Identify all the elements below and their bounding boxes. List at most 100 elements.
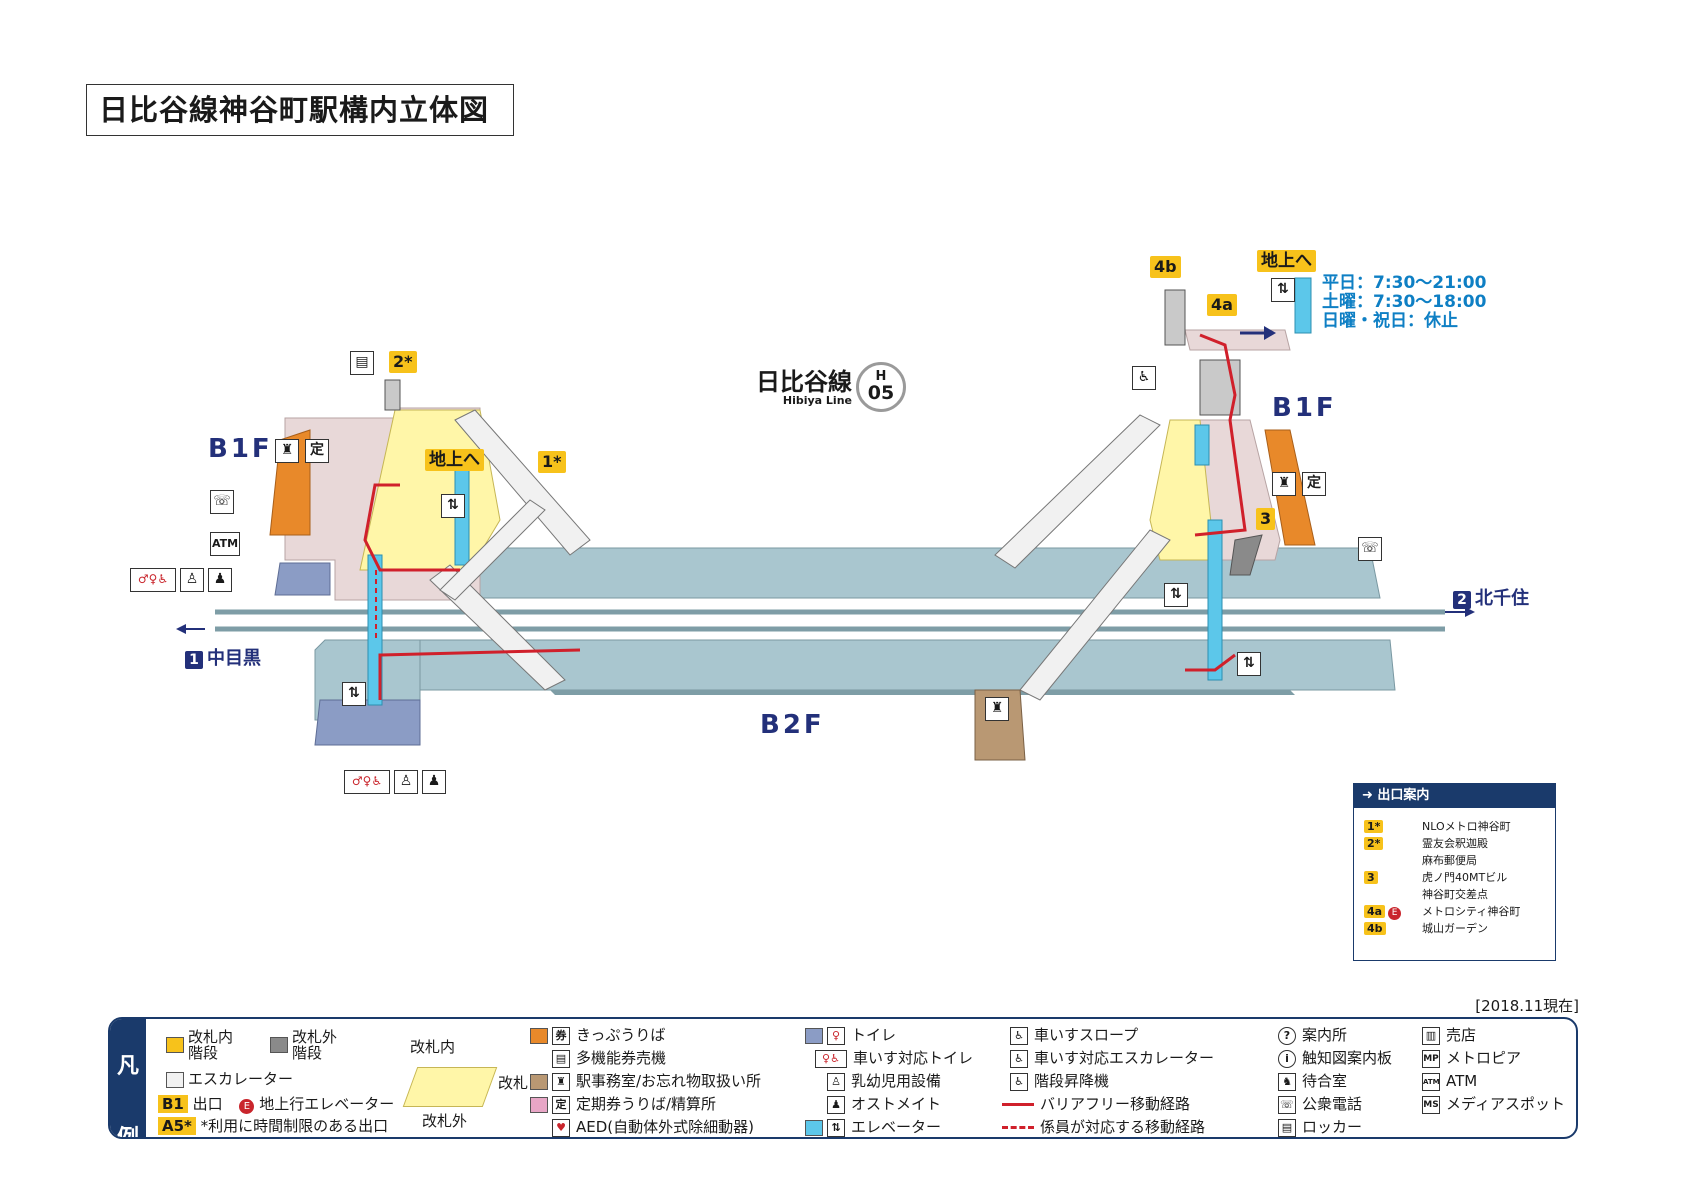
legend-tactile-label: 触知図案内板 bbox=[1302, 1049, 1393, 1067]
legend-baby: ♙乳幼児用設備 bbox=[827, 1071, 941, 1091]
station-office-icon-b2: ♜ bbox=[985, 697, 1009, 721]
elevator-shaft-right-top bbox=[1294, 277, 1312, 334]
exit-guide-row: 2*霊友会釈迦殿 bbox=[1364, 835, 1549, 852]
legend-ostomate-label: オストメイト bbox=[851, 1095, 942, 1113]
route-line-icon bbox=[1002, 1103, 1034, 1106]
legend-office-label: 駅事務室/お忘れ物取扱い所 bbox=[576, 1072, 762, 1090]
legend-pass-label: 定期券うりば/精算所 bbox=[576, 1095, 717, 1113]
direction-left-label: 中目黒 bbox=[207, 648, 261, 669]
exit-guide-text: メトロシティ神谷町 bbox=[1422, 905, 1521, 918]
direction-right-number: 2 bbox=[1453, 591, 1471, 609]
legend-shop-label: 売店 bbox=[1446, 1026, 1477, 1044]
exit-guide-text: 城山ガーデン bbox=[1422, 922, 1488, 935]
atm-legend-icon: ATM bbox=[1422, 1072, 1440, 1091]
legend-wheelchair-toilet: ♀♿車いす対応トイレ bbox=[815, 1048, 973, 1068]
legend-aed-label: AED(自動体外式除細動器) bbox=[576, 1118, 754, 1136]
exit-guide-row: 神谷町交差点 bbox=[1364, 886, 1549, 903]
barrier-free-route-right-2 bbox=[1185, 653, 1236, 672]
exit-guide-badge: 4a bbox=[1364, 905, 1386, 918]
b2f-platform-bottom bbox=[550, 690, 1295, 695]
elevator-icon-left-b1: ⇅ bbox=[441, 494, 465, 518]
exit-guide-text: 神谷町交差点 bbox=[1422, 888, 1488, 901]
baby-facility-icon-left-b2: ♙ bbox=[394, 770, 418, 794]
legend-wheelchair-escalator: ♿車いす対応エスカレーター bbox=[1010, 1048, 1214, 1068]
legend-metropia-label: メトロピア bbox=[1446, 1049, 1522, 1067]
stair-lift-icon: ♿ bbox=[1010, 1072, 1028, 1091]
stairs-out-icon bbox=[270, 1037, 288, 1053]
legend-stairs-out: 改札外 階段 bbox=[270, 1029, 337, 1061]
waiting-room-icon: ♞ bbox=[1278, 1072, 1296, 1091]
locker-icon: ▤ bbox=[1278, 1118, 1296, 1137]
office-area-swatch bbox=[530, 1073, 548, 1090]
gate-diagram-icon bbox=[402, 1067, 498, 1107]
legend-pass: 定定期券うりば/精算所 bbox=[530, 1094, 716, 1114]
legend-stairs-in: 改札内 階段 bbox=[166, 1029, 233, 1061]
stair-lift-icon: ♿ bbox=[1132, 366, 1156, 390]
barrier-free-route-right bbox=[1194, 333, 1247, 537]
atm-icon: ATM bbox=[210, 532, 240, 556]
legend-gate-in: 改札内 bbox=[410, 1038, 456, 1056]
exit-guide-text: 霊友会釈迦殿 bbox=[1422, 837, 1488, 850]
elevator-icon-right-b1: ⇅ bbox=[1164, 583, 1188, 607]
legend-shop: ▥売店 bbox=[1422, 1025, 1476, 1045]
escalator-icon bbox=[166, 1071, 184, 1088]
elevator-shaft-right-b1 bbox=[1194, 424, 1210, 466]
legend-phone-label: 公衆電話 bbox=[1302, 1095, 1363, 1113]
stairs-right-4b bbox=[1164, 289, 1186, 346]
baby-icon: ♙ bbox=[827, 1072, 845, 1091]
station-office-icon-right: ♜ bbox=[1272, 472, 1296, 496]
legend-waiting: ♞待合室 bbox=[1278, 1071, 1347, 1091]
station-number: 05 bbox=[867, 382, 895, 404]
floor-label-b2f: B2F bbox=[760, 710, 825, 740]
b1f-left-toilet bbox=[274, 562, 331, 596]
legend-media-spot-label: メディアスポット bbox=[1446, 1095, 1565, 1113]
toilet-area-swatch bbox=[805, 1027, 823, 1044]
legend: 凡例 改札内 階段 改札外 階段 エスカレーター B1 出口 E 地上行エレベー… bbox=[108, 1017, 1578, 1139]
legend-info: ?案内所 bbox=[1278, 1025, 1347, 1045]
elevator-exit-icon: E bbox=[239, 1099, 255, 1114]
legend-ticket: 券きっぷうりば bbox=[530, 1025, 665, 1045]
legend-exit-label: 出口 bbox=[192, 1095, 223, 1113]
floor-label-b1f-right: B1F bbox=[1272, 393, 1337, 423]
legend-locker-label: ロッカー bbox=[1302, 1118, 1363, 1136]
legend-toilet: ♀トイレ bbox=[805, 1025, 896, 1045]
legend-multi-ticket: ▤多機能券売機 bbox=[552, 1048, 666, 1068]
pass-ticket-icon: 定 bbox=[305, 439, 329, 463]
legend-stairs-out-label: 改札外 階段 bbox=[292, 1028, 338, 1062]
exit-guide-text: NLOメトロ神谷町 bbox=[1422, 820, 1511, 833]
staff-route-icon bbox=[1002, 1126, 1034, 1129]
legend-elevator-label: エレベーター bbox=[851, 1118, 942, 1136]
legend-escalator-label: エスカレーター bbox=[188, 1070, 294, 1088]
legend-gate-out: 改札外 bbox=[422, 1112, 468, 1130]
elevator-area-swatch bbox=[805, 1119, 823, 1136]
wheelchair-toilet-icon: ♀♿ bbox=[815, 1049, 847, 1068]
phone-icon: ☏ bbox=[1278, 1095, 1296, 1114]
legend-office: ♜駅事務室/お忘れ物取扱い所 bbox=[530, 1071, 761, 1091]
pass-area-swatch bbox=[530, 1096, 548, 1113]
stairs-right-3 bbox=[1229, 534, 1263, 576]
elevator-icon-right-top: ⇅ bbox=[1271, 278, 1295, 302]
updated-date: [2018.11現在] bbox=[1475, 997, 1579, 1015]
legend-side-label: 凡例 bbox=[110, 1019, 146, 1137]
pass-ticket-icon-right: 定 bbox=[1302, 472, 1326, 496]
escalator-left-3 bbox=[439, 499, 546, 601]
aed-icon: ♥ bbox=[552, 1118, 570, 1137]
ostomate-icon: ♟ bbox=[827, 1095, 845, 1114]
elevator-shaft-right bbox=[1207, 519, 1223, 681]
line-letter: H bbox=[875, 369, 887, 384]
line-name-ja: 日比谷線 bbox=[756, 368, 852, 396]
legend-staff-route-label: 係員が対応する移動経路 bbox=[1040, 1118, 1206, 1136]
direction-right-label: 北千住 bbox=[1475, 588, 1529, 609]
limited-exit-badge: A5* bbox=[158, 1117, 196, 1135]
exit-badge-sample: B1 bbox=[158, 1095, 188, 1113]
legend-ticket-label: きっぷうりば bbox=[576, 1026, 666, 1044]
page-title: 日比谷線神谷町駅構内立体図 bbox=[86, 84, 514, 136]
station-number-badge: H 05 bbox=[856, 362, 906, 412]
exit-guide-badge: 3 bbox=[1364, 871, 1378, 884]
legend-gate: 改札 bbox=[498, 1074, 529, 1092]
floor-label-b1f-left: B1F bbox=[208, 434, 273, 464]
